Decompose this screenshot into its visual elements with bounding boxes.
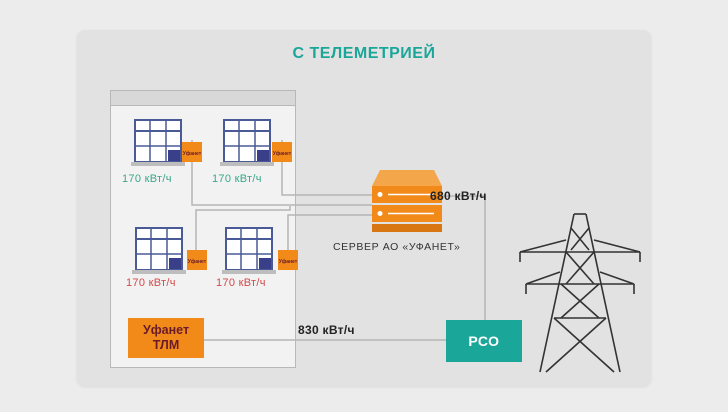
apartment-reading: 170 кВт/ч <box>216 277 266 289</box>
apartment-window-icon <box>131 119 185 166</box>
apartment-reading: 170 кВт/ч <box>212 173 262 185</box>
meter-icon: Уфанет <box>187 250 207 270</box>
diagram-title: С ТЕЛЕМЕТРИЕЙ <box>292 45 436 62</box>
building-roof <box>111 91 295 106</box>
pco-label: РСО <box>468 333 500 349</box>
tlm-label-line1: Уфанет <box>142 323 190 337</box>
meter-label: Уфанет <box>279 258 298 265</box>
server-icon <box>372 170 442 232</box>
apartment-window-icon <box>220 119 274 166</box>
meter-label: Уфанет <box>188 258 207 265</box>
tlm-total: 830 кВт/ч <box>298 323 355 337</box>
server-total: 680 кВт/ч <box>430 189 487 203</box>
tlm-label-line2: ТЛМ <box>152 338 180 352</box>
meter-label: Уфанет <box>183 150 202 157</box>
power-tower-icon <box>519 213 641 373</box>
tlm-box: Уфанет ТЛМ <box>128 318 204 358</box>
apartment-reading: 170 кВт/ч <box>122 173 172 185</box>
server-label: СЕРВЕР АО «УФАНЕТ» <box>333 241 461 253</box>
meter-icon: Уфанет <box>272 142 292 162</box>
apartment-window-icon <box>222 227 276 274</box>
meter-icon: Уфанет <box>182 142 202 162</box>
meter-label: Уфанет <box>273 150 292 157</box>
pco-box: РСО <box>446 320 522 362</box>
meter-icon: Уфанет <box>278 250 298 270</box>
apartment-window-icon <box>132 227 186 274</box>
apartment-reading: 170 кВт/ч <box>126 277 176 289</box>
